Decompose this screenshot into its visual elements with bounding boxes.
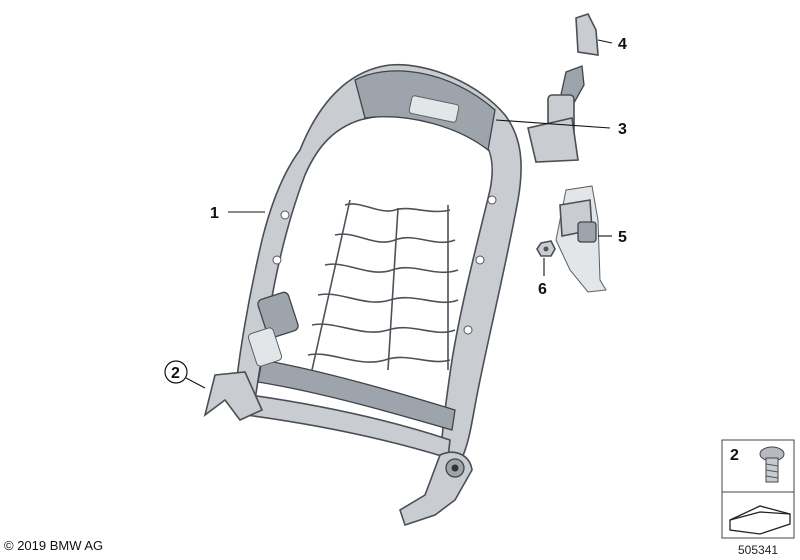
callout-1: 1 [210,205,265,222]
callout-6: 6 [538,258,547,298]
svg-text:2: 2 [171,365,180,382]
svg-text:3: 3 [618,121,627,138]
svg-text:4: 4 [618,36,627,53]
wedge-arrow-icon [729,505,791,535]
diagram-part-number: 505341 [738,543,779,557]
callout-5: 5 [598,229,627,246]
svg-text:5: 5 [618,229,627,246]
cover-cap-part [575,13,599,56]
screw-icon [759,446,785,483]
svg-text:1: 1 [210,205,219,222]
side-bracket-part [555,185,607,293]
callout-3: 3 [495,119,627,138]
callout-2: 2 [164,360,206,389]
height-adjuster-part [527,65,585,163]
seat-backrest-frame [203,63,522,527]
legend-box: 2 [721,439,795,539]
copyright-text: © 2019 BMW AG [4,538,104,553]
svg-text:2: 2 [730,447,739,464]
callout-4: 4 [597,36,627,53]
svg-text:6: 6 [538,281,547,298]
spring-wire-mat [307,199,459,371]
